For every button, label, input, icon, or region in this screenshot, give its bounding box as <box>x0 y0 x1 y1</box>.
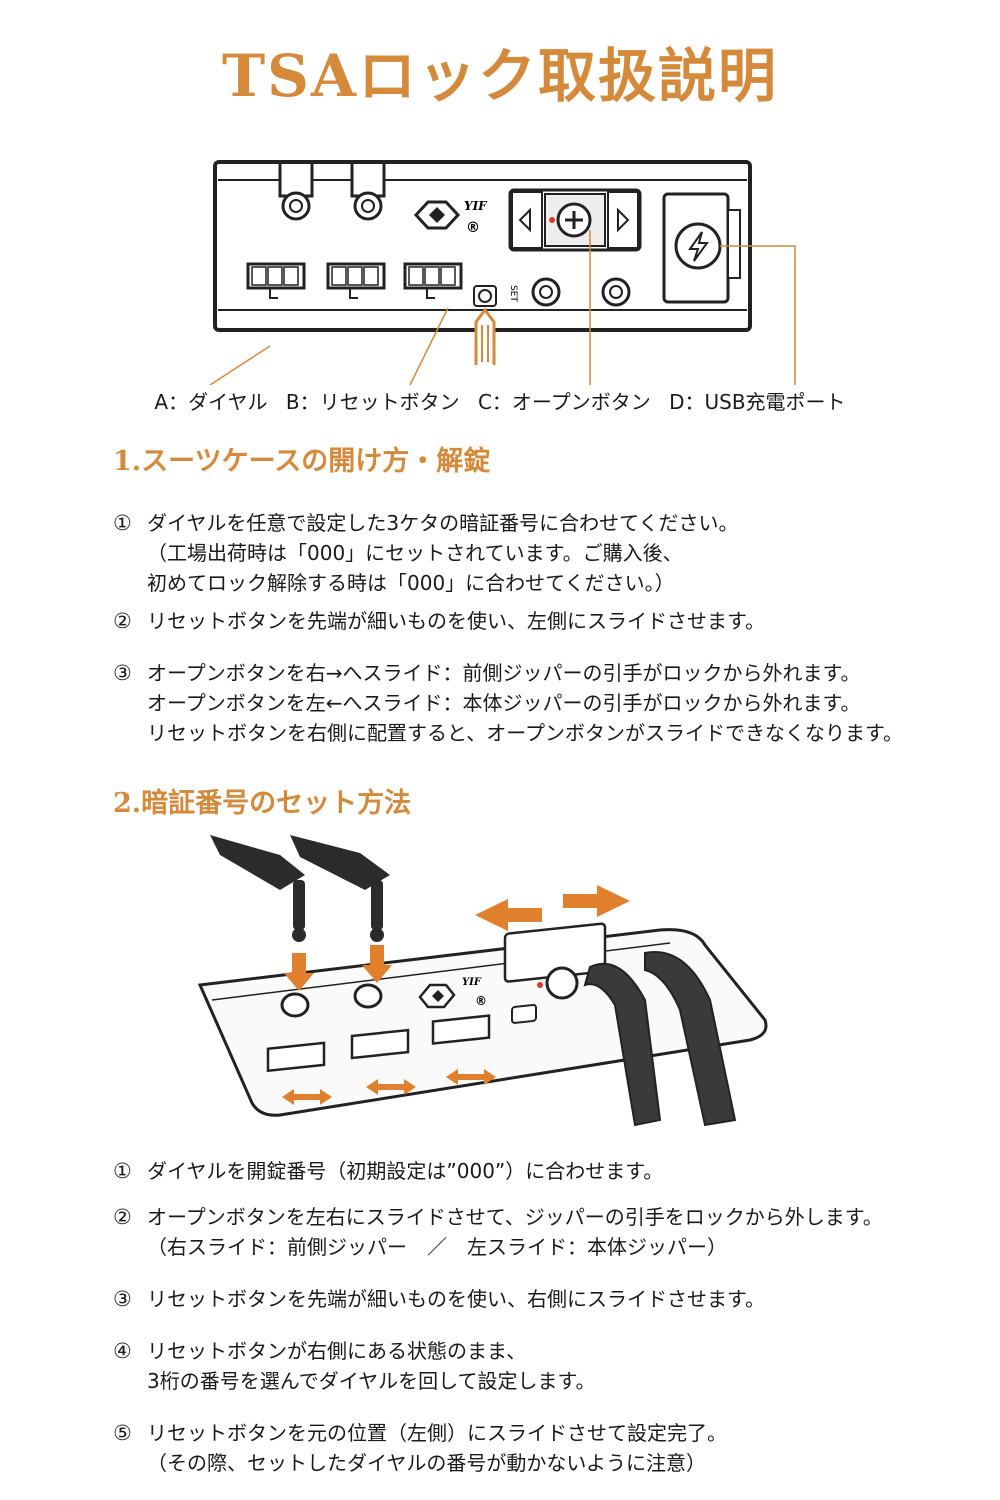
lightning-icon <box>688 231 709 262</box>
part-labels: A：ダイヤル B：リセットボタン C：オープンボタン D：USB充電ポート <box>0 388 1000 416</box>
set-label: SET <box>508 285 518 302</box>
section2-steps: ① ダイヤルを開錠番号（初期設定は”000”）に合わせます。 ② オープンボタン… <box>113 1156 913 1478</box>
zipper-hole-left <box>281 191 311 221</box>
dial-3[interactable] <box>431 1014 491 1045</box>
step-text: リセットボタンを元の位置（左側）にスライドさせて設定完了。 <box>147 1421 727 1445</box>
usb-port <box>662 192 741 304</box>
brand-label: YIF <box>464 199 488 213</box>
brand-label: YIF <box>462 977 482 988</box>
step-number: ① <box>113 1159 132 1183</box>
section2-step-3: ③ リセットボタンを先端が細いものを使い、右側にスライドさせます。 <box>113 1284 913 1314</box>
down-arrows <box>284 945 392 991</box>
section1-step-3: ③ オープンボタンを右→へスライド：前側ジッパーの引手がロックから外れます。 オ… <box>113 658 913 748</box>
section2-step-2: ② オープンボタンを左右にスライドさせて、ジッパーの引手をロックから外します。 … <box>113 1202 913 1262</box>
step-number: ② <box>113 1205 132 1229</box>
step-text: （工場出荷時は「000」にセットされています。ご購入後、 <box>147 541 683 565</box>
pin-tool-icon <box>474 307 496 365</box>
reset-button[interactable] <box>473 285 497 307</box>
dial-2[interactable] <box>350 1028 410 1060</box>
dial-1[interactable] <box>266 1041 326 1073</box>
step-text: （その際、セットしたダイヤルの番号が動かないように注意） <box>147 1451 706 1475</box>
step-number: ② <box>113 609 132 633</box>
dial-3[interactable] <box>403 262 463 299</box>
tsa-logo-icon <box>413 200 461 230</box>
section2-step-1: ① ダイヤルを開錠番号（初期設定は”000”）に合わせます。 <box>113 1156 913 1186</box>
step-number: ④ <box>113 1339 132 1363</box>
reset-button[interactable] <box>511 1003 537 1024</box>
zipper-puller-inserted <box>583 951 737 1127</box>
step-number: ③ <box>113 1287 132 1311</box>
zipper-puller-left <box>210 835 306 942</box>
label-dial: A：ダイヤル <box>154 390 268 414</box>
label-open-button: C：オープンボタン <box>477 390 651 414</box>
step-number: ① <box>113 511 132 535</box>
section1-step-1: ① ダイヤルを任意で設定した3ケタの暗証番号に合わせてください。 （工場出荷時は… <box>113 508 913 598</box>
dial-1[interactable] <box>246 262 306 299</box>
step-number: ⑤ <box>113 1421 132 1445</box>
section1-step-2: ② リセットボタンを先端が細いものを使い、左側にスライドさせます。 <box>113 606 913 636</box>
step-number: ③ <box>113 661 132 685</box>
lock-diagram: YIF ® SE <box>209 160 796 385</box>
step-text: オープンボタンを左右にスライドさせて、ジッパーの引手をロックから外します。 <box>147 1205 883 1229</box>
slide-arrows <box>475 885 630 931</box>
step-text: リセットボタンを先端が細いものを使い、左側にスライドさせます。 <box>147 609 765 633</box>
step-text: オープンボタンを左←へスライド：本体ジッパーの引手がロックから外れます。 <box>147 691 861 715</box>
step-text: リセットボタンを先端が細いものを使い、右側にスライドさせます。 <box>147 1287 765 1311</box>
step-text: 3桁の番号を選んでダイヤルを回して設定します。 <box>147 1369 596 1393</box>
open-button[interactable] <box>544 193 606 247</box>
section2-heading: 2.暗証番号のセット方法 <box>113 788 412 819</box>
step-text: 初めてロック解除する時は「000」に合わせてください。） <box>147 571 675 595</box>
step-text: ダイヤルを開錠番号（初期設定は”000”）に合わせます。 <box>147 1159 664 1183</box>
zipper-puller-right <box>290 835 390 942</box>
step-text: リセットボタンを右側に配置すると、オープンボタンがスライドできなくなります。 <box>147 721 903 745</box>
dial-arrows <box>282 1069 496 1105</box>
zipper-hole-left <box>280 992 310 1018</box>
section1-heading: 1.スーツケースの開け方・解錠 <box>113 446 491 477</box>
step-text: （右スライド：前側ジッパー ／ 左スライド：本体ジッパー） <box>147 1235 727 1259</box>
lock-setup-illustration: YIF ® <box>197 835 768 1127</box>
dial-2[interactable] <box>326 262 386 299</box>
step-text: リセットボタンが右側にある状態のまま、 <box>147 1339 527 1363</box>
step-text: オープンボタンを右→へスライド：前側ジッパーの引手がロックから外れます。 <box>147 661 861 685</box>
reg-mark: ® <box>475 994 487 1008</box>
zipper-hole-right <box>353 983 383 1009</box>
zipper-hole-right <box>353 191 383 221</box>
reg-mark: ® <box>466 220 480 236</box>
section1-steps: ① ダイヤルを任意で設定した3ケタの暗証番号に合わせてください。 （工場出荷時は… <box>113 508 913 748</box>
step-text: ダイヤルを任意で設定した3ケタの暗証番号に合わせてください。 <box>147 511 739 535</box>
label-reset-button: B：リセットボタン <box>285 390 460 414</box>
page-title: TSAロック取扱説明 <box>221 42 779 110</box>
label-usb-port: D：USB充電ポート <box>669 390 846 414</box>
section2-step-4: ④ リセットボタンが右側にある状態のまま、 3桁の番号を選んでダイヤルを回して設… <box>113 1336 913 1396</box>
section2-step-5: ⑤ リセットボタンを元の位置（左側）にスライドさせて設定完了。 （その際、セット… <box>113 1418 913 1478</box>
